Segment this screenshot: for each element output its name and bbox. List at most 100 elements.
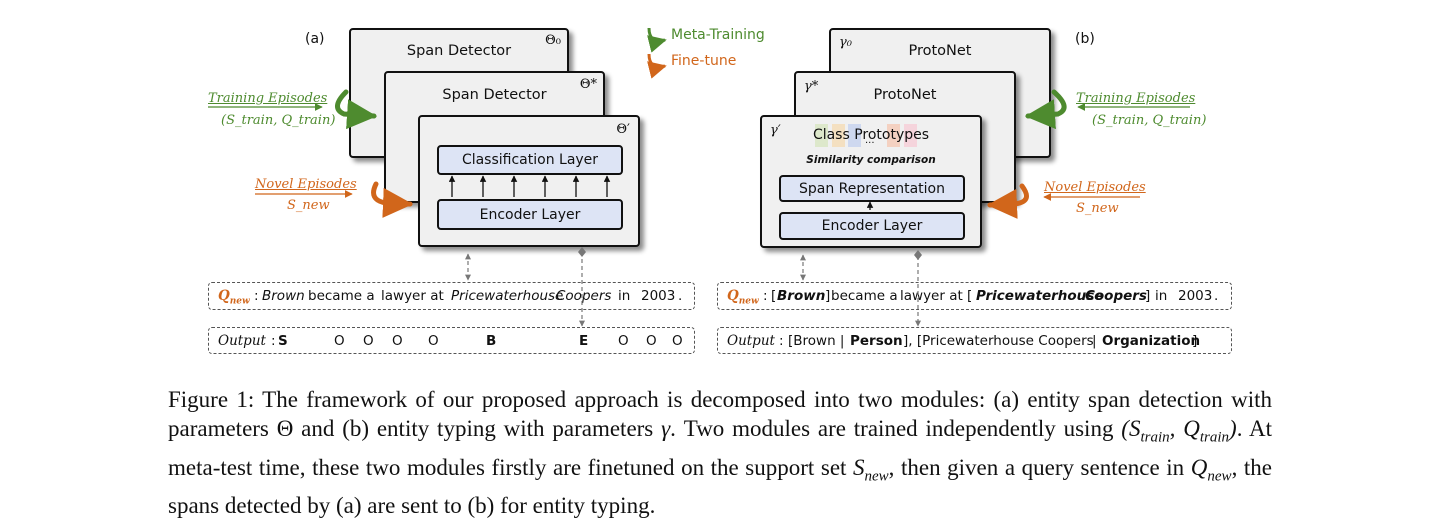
caption-train-pair: (Strain, Qtrain) — [1121, 416, 1237, 446]
caption-part-3: . Two modules are trained independently … — [670, 416, 1122, 441]
output-text-brown: [Brown | — [788, 333, 845, 349]
q-new-label-b: Qnew — [727, 288, 759, 307]
token-in-b: in — [1155, 288, 1168, 304]
token-pricewaterhouse-b: Pricewaterhouse — [976, 288, 1104, 304]
token-2003-a: 2003 — [641, 288, 676, 304]
gamma-star-param: γ* — [804, 79, 819, 94]
caption-part-1: Figure 1: The framework of our proposed … — [168, 387, 1272, 441]
q-new-label-a: Qnew — [218, 288, 250, 307]
tag-o: O — [646, 333, 657, 349]
token-lawyer-a: lawyer at — [381, 288, 444, 304]
panel-b-label: (b) — [1075, 31, 1095, 47]
class-prototypes-label: Class Prototypes — [812, 127, 930, 143]
span-detector-title: Span Detector — [442, 87, 547, 103]
token-in-a: in — [618, 288, 631, 304]
prototype-swatch-3 — [848, 124, 861, 147]
protonet-title: ProtoNet — [873, 87, 937, 103]
connector-diamond-b — [914, 250, 922, 260]
span-representation-layer: Span Representation — [779, 175, 965, 202]
meta-training-legend-label: Meta-Training — [671, 27, 765, 43]
token-became-a: became a — [308, 288, 375, 304]
q-colon-b: : — [763, 288, 768, 304]
similarity-comparison-label: Similarity comparison — [806, 154, 936, 166]
training-set-label-a: (S_train, Q_train) — [221, 113, 336, 128]
output-close-bracket: ] — [1192, 333, 1198, 349]
bracket-close-1: ] — [825, 288, 831, 304]
tag-o: O — [392, 333, 403, 349]
dashed-connectors-a — [465, 252, 585, 327]
output-colon-a: : — [271, 333, 276, 349]
training-episodes-label-b: Training Episodes — [1076, 91, 1196, 106]
caption-gamma: γ — [661, 416, 671, 441]
token-coopers-b: Coopers — [1085, 288, 1147, 304]
token-brown-b: Brown — [777, 288, 826, 304]
fine-tune-legend-arrow — [647, 53, 667, 79]
connector-diamond-a — [578, 247, 586, 257]
token-became-b: became a — [831, 288, 898, 304]
output-separator: | — [1092, 333, 1097, 349]
panel-a-label: (a) — [305, 31, 325, 47]
novel-episodes-label-b: Novel Episodes — [1044, 180, 1146, 195]
prototype-swatch-1 — [815, 124, 828, 147]
caption-theta: Θ — [276, 416, 294, 441]
tag-s: S — [278, 333, 288, 349]
token-period-b: . — [1214, 288, 1219, 304]
tag-o: O — [428, 333, 439, 349]
fine-tune-curve-a — [371, 181, 413, 218]
bracket-close-2: ] — [1145, 288, 1151, 304]
novel-episodes-label-a: Novel Episodes — [255, 177, 357, 192]
tag-o: O — [363, 333, 374, 349]
output-box-a: Output : S O O O O B E O O O — [208, 327, 695, 354]
novel-set-label-a: S_new — [287, 198, 330, 213]
tag-o: O — [334, 333, 345, 349]
meta-training-legend-arrow — [647, 27, 667, 53]
tag-b: B — [486, 333, 497, 349]
caption-part-2: and (b) entity typing with parameters — [293, 416, 662, 441]
output-label-a: Output — [218, 333, 266, 349]
query-sentence-box-b: Qnew : [ Brown ] became a lawyer at [ Pr… — [717, 282, 1232, 310]
encoder-to-classification-arrows — [448, 175, 611, 197]
theta0-param: Θ₀ — [545, 33, 561, 48]
token-pricewaterhouse-a: Pricewaterhouse — [451, 288, 564, 304]
token-brown-a: Brown — [262, 288, 305, 304]
type-person: Person — [850, 333, 903, 349]
theta-star-param: Θ* — [579, 77, 597, 92]
token-2003-b: 2003 — [1178, 288, 1213, 304]
caption-part-5: , then given a query sentence in — [888, 454, 1191, 480]
fine-tune-curve-b — [987, 183, 1029, 219]
protonet-title: ProtoNet — [908, 43, 972, 59]
type-organization: Organization — [1102, 333, 1201, 349]
encoder-layer-a: Encoder Layer — [437, 199, 623, 230]
prototype-ellipsis: ... — [865, 135, 875, 146]
output-box-b: Output : [Brown | Person ], [Pricewaterh… — [717, 327, 1232, 354]
gamma-prime-param: γ′ — [770, 123, 781, 138]
span-detector-title: Span Detector — [406, 43, 512, 59]
meta-training-curve-a — [335, 89, 377, 130]
output-label-b: Output — [727, 333, 775, 349]
novel-set-label-b: S_new — [1076, 201, 1119, 216]
classification-layer: Classification Layer — [437, 145, 623, 175]
output-text-pwc: ], [Pricewaterhouse Coopers — [903, 333, 1094, 349]
token-coopers-a: Coopers — [556, 288, 612, 304]
training-set-label-b: (S_train, Q_train) — [1092, 113, 1207, 128]
output-colon-b: : — [779, 333, 784, 349]
protonet-gamma-prime-card: γ′ ... Class Prototypes Similarity compa… — [760, 115, 982, 248]
training-episodes-label-a: Training Episodes — [208, 91, 328, 106]
caption-q-new: Qnew — [1190, 454, 1232, 485]
encoder-layer-b: Encoder Layer — [779, 212, 965, 240]
q-colon-a: : — [254, 288, 259, 304]
dashed-connectors-b — [800, 254, 921, 327]
token-period-a: . — [678, 288, 683, 304]
bracket-open-1: [ — [771, 288, 777, 304]
prototype-swatch-5 — [904, 124, 917, 147]
figure-caption: Figure 1: The framework of our proposed … — [168, 385, 1272, 520]
gamma0-param: γ₀ — [839, 35, 852, 50]
tag-o: O — [672, 333, 683, 349]
prototype-swatch-2 — [832, 124, 845, 147]
query-sentence-box-a: Qnew : Brown became a lawyer at Pricewat… — [208, 282, 695, 310]
fine-tune-legend-label: Fine-tune — [671, 53, 737, 69]
caption-s-new: Snew — [853, 454, 889, 485]
prototype-swatch-4 — [887, 124, 900, 147]
tag-o: O — [618, 333, 629, 349]
